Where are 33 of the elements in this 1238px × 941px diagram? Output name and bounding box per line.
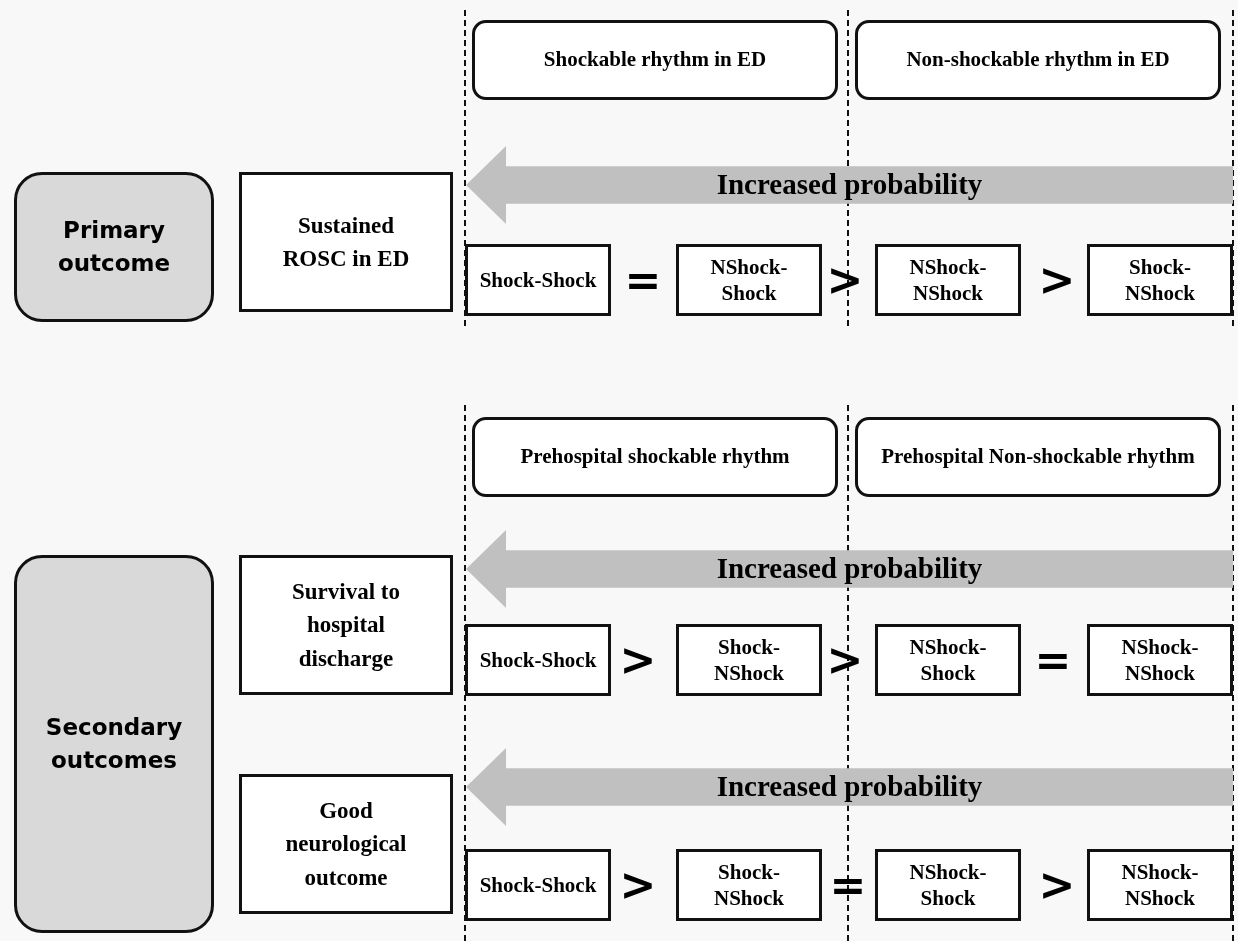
rhythm-header-box: Prehospital Non-shockable rhythm — [855, 417, 1221, 497]
rhythm-combination-box: Shock-Shock — [465, 244, 611, 316]
outcome-measure-box: Good neurological outcome — [239, 774, 453, 914]
rhythm-combination-box: NShock-NShock — [1087, 849, 1233, 921]
rhythm-combination-box: NShock-NShock — [1087, 624, 1233, 696]
comparison-sign: = — [624, 258, 662, 302]
rhythm-combination-box: Shock-NShock — [676, 849, 822, 921]
comparison-sign: > — [826, 638, 864, 682]
comparison-sign: > — [1038, 258, 1076, 302]
rhythm-combination-box: NShock-Shock — [875, 624, 1021, 696]
comparison-sign: > — [826, 258, 864, 302]
rhythm-header-box: Prehospital shockable rhythm — [472, 417, 838, 497]
rhythm-combination-box: NShock-NShock — [875, 244, 1021, 316]
rhythm-combination-box: Shock-Shock — [465, 624, 611, 696]
arrow-label: Increased probability — [715, 770, 984, 803]
comparison-sign: > — [619, 863, 657, 907]
rhythm-combination-box: Shock-NShock — [676, 624, 822, 696]
rhythm-combination-box: NShock-Shock — [676, 244, 822, 316]
comparison-sign: > — [1038, 863, 1076, 907]
arrow-label: Increased probability — [715, 552, 984, 585]
rhythm-header-box: Non-shockable rhythm in ED — [855, 20, 1221, 100]
comparison-sign: = — [1034, 638, 1072, 682]
rhythm-header-box: Shockable rhythm in ED — [472, 20, 838, 100]
rhythm-combination-box: Shock-Shock — [465, 849, 611, 921]
comparison-sign: > — [619, 638, 657, 682]
rhythm-combination-box: Shock-NShock — [1087, 244, 1233, 316]
rhythm-combination-box: NShock-Shock — [875, 849, 1021, 921]
outcome-measure-box: Survival to hospital discharge — [239, 555, 453, 695]
outcome-category-box: Secondary outcomes — [14, 555, 214, 933]
outcome-measure-box: Sustained ROSC in ED — [239, 172, 453, 312]
comparison-sign: = — [829, 863, 867, 907]
arrow-label: Increased probability — [715, 168, 984, 201]
outcome-category-box: Primary outcome — [14, 172, 214, 322]
